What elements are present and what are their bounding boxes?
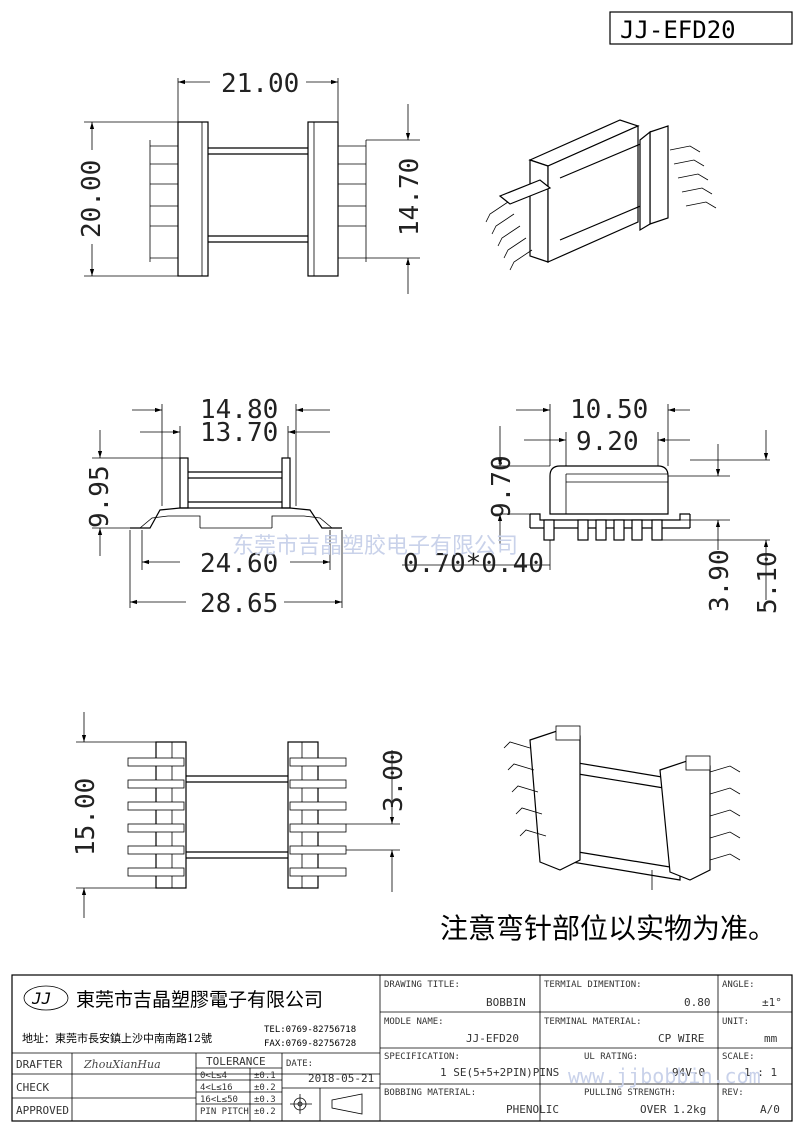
terminal-material-value: CP WIRE (658, 1032, 704, 1045)
angle-value: ±1° (762, 996, 782, 1009)
iso-view-bottom (503, 725, 741, 890)
front-view: 14.80 13.70 9.95 24.60 28.65 (85, 395, 343, 619)
scale-label: SCALE: (722, 1052, 755, 1062)
dim-top-width: 21.00 (221, 69, 299, 99)
drawing-title-label: DRAWING TITLE: (384, 980, 460, 990)
top-view: 21.00 20.00 (77, 69, 425, 294)
rev-value: A/0 (760, 1103, 780, 1116)
dim-bottom-pin-pitch: 3.00 (379, 749, 409, 812)
dim-front-outer-top: 14.80 (200, 395, 278, 425)
title-block: JJ 東莞市吉晶塑膠電子有限公司 地址：東莞市長安鎮上沙中南南路12號 TEL:… (11, 974, 793, 1122)
dim-top-pin-span: 14.70 (395, 158, 425, 236)
terminal-dimention-label: TERMIAL DIMENTION: (544, 980, 642, 990)
terminal-material-label: TERMINAL MATERIAL: (544, 1017, 642, 1027)
ul-rating-label: UL RATING: (584, 1052, 638, 1062)
bobbing-material-label: BOBBING MATERIAL: (384, 1088, 476, 1098)
part-number: JJ-EFD20 (620, 16, 736, 44)
drawing-title-value: BOBBIN (486, 996, 526, 1009)
company-tel: TEL:0769-82756718 (264, 1025, 356, 1035)
dim-side-pin-size: 0.70*0.40 (403, 549, 544, 579)
terminal-dimention-value: 0.80 (684, 996, 711, 1009)
rev-label: REV: (722, 1088, 744, 1098)
drafter-label: DRAFTER (16, 1058, 63, 1071)
unit-label: UNIT: (722, 1017, 749, 1027)
tolerance-range: 16<L≤50 (200, 1095, 238, 1105)
tolerance-label: TOLERANCE (206, 1055, 266, 1068)
tolerance-value: ±0.2 (254, 1107, 276, 1117)
check-label: CHECK (16, 1081, 49, 1094)
bottom-view: 15.00 3.00 (71, 712, 409, 918)
dim-side-inner-top: 9.20 (576, 427, 639, 457)
unit-value: mm (764, 1032, 778, 1045)
watermark-company: 东莞市吉晶塑胶电子有限公司 (232, 534, 518, 559)
dim-side-height: 9.70 (487, 455, 517, 518)
drafter-value: ZhouXianHua (83, 1058, 161, 1071)
ul-rating-value: 94V-0 (672, 1066, 705, 1079)
dim-front-overall: 28.65 (200, 589, 278, 619)
tolerance-range: 0<L≤4 (200, 1071, 227, 1081)
module-name-value: JJ-EFD20 (466, 1032, 519, 1045)
dim-side-pin-height: 3.90 (705, 549, 735, 612)
company-address: 地址：東莞市長安鎮上沙中南南路12號 (22, 1031, 212, 1045)
company-logo-text: JJ (31, 989, 51, 1008)
scale-value: 1 : 1 (744, 1066, 777, 1079)
projection-symbol (290, 1093, 363, 1115)
dim-side-overall-height: 5.10 (753, 551, 783, 614)
bobbing-material-value: PHENOLIC (506, 1103, 559, 1116)
approved-label: APPROVED (16, 1104, 69, 1117)
dim-top-height: 20.00 (77, 160, 107, 238)
company-fax: FAX:0769-82756728 (264, 1039, 356, 1049)
tolerance-value: ±0.3 (254, 1095, 276, 1105)
dim-front-inner-top: 13.70 (200, 418, 278, 448)
tolerance-value: ±0.1 (254, 1071, 276, 1081)
bending-note: 注意弯针部位以实物为准。 (440, 912, 776, 945)
dim-side-outer-top: 10.50 (570, 395, 648, 425)
dim-bottom-height: 15.00 (71, 778, 101, 856)
date-label: DATE: (286, 1059, 313, 1069)
date-value: 2018-05-21 (308, 1072, 374, 1085)
tolerance-range: 4<L≤16 (200, 1083, 233, 1093)
pulling-strength-value: OVER 1.2kg (640, 1103, 706, 1116)
iso-view-top (485, 119, 717, 271)
module-name-label: MODLE NAME: (384, 1017, 444, 1027)
watermark-website: www.jjbobbin.com (568, 1064, 761, 1088)
part-number-box: JJ-EFD20 (609, 11, 793, 45)
tolerance-range: PIN PITCH (200, 1107, 249, 1117)
pulling-strength-label: PULLING STRENGTH: (584, 1088, 676, 1098)
specification-label: SPECIFICATION: (384, 1052, 460, 1062)
side-view: 10.50 9.20 9.70 0.70* (402, 395, 783, 614)
tolerance-value: ±0.2 (254, 1083, 276, 1093)
company-name: 東莞市吉晶塑膠電子有限公司 (76, 989, 323, 1011)
dim-front-pin-span: 24.60 (200, 549, 278, 579)
angle-label: ANGLE: (722, 980, 755, 990)
company-logo (23, 985, 69, 1011)
dim-front-height: 9.95 (85, 465, 115, 528)
specification-value: 1 SE(5+5+2PIN)PINS (440, 1066, 559, 1079)
